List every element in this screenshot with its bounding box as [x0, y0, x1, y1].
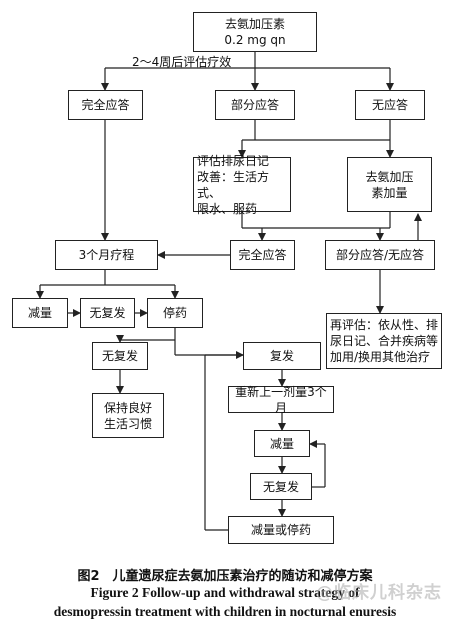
reduce-dose-2-node: 减量 — [254, 430, 310, 457]
connector-lines — [36, 52, 422, 531]
figure-caption-zh: 图2 儿童遗尿症去氨加压素治疗的随访和减停方案 — [77, 569, 373, 584]
three-month-course-node: 3个月疗程 — [55, 240, 158, 270]
no-relapse-1-node: 无复发 — [80, 298, 135, 328]
reduce-dose-node: 减量 — [12, 298, 68, 328]
no-response-node: 无应答 — [355, 90, 425, 120]
reduce-or-stop-node: 减量或停药 — [228, 516, 334, 544]
flowchart: 去氨加压素 0.2 mg qn 2～4周后评估疗效 完全应答 部分应答 无应答 … — [12, 12, 442, 544]
partial-response-node: 部分应答 — [215, 90, 295, 120]
reevaluate-node: 再评估：依从性、排 尿日记、合并疾病等 加用/换用其他治疗 — [326, 313, 442, 369]
stop-medication-node: 停药 — [147, 298, 203, 328]
no-relapse-2-node: 无复发 — [92, 342, 148, 370]
relapse-node: 复发 — [243, 342, 321, 370]
figure-caption-en-line2: desmopressin treatment with children in … — [53, 604, 397, 619]
watermark: @临床儿科杂志 — [316, 583, 442, 603]
figure-caption-en-line1: Figure 2 Follow-up and withdrawal strate… — [90, 585, 360, 600]
dose-increase-node: 去氨加压 素加量 — [347, 157, 432, 212]
no-relapse-3-node: 无复发 — [250, 473, 312, 500]
complete-response-2-node: 完全应答 — [230, 240, 295, 270]
partial-or-no-response-node: 部分应答/无应答 — [325, 240, 435, 270]
start-node: 去氨加压素 0.2 mg qn — [193, 12, 317, 52]
complete-response-node: 完全应答 — [68, 90, 143, 120]
restart-previous-dose-node: 重新上一剂量3个月 — [228, 385, 334, 415]
evaluation-interval-label: 2～4周后评估疗效 — [132, 55, 232, 69]
evaluate-diary-node: 评估排尿日记 改善：生活方式、 限水、服药 — [193, 154, 291, 216]
keep-good-habits-node: 保持良好 生活习惯 — [92, 393, 164, 438]
